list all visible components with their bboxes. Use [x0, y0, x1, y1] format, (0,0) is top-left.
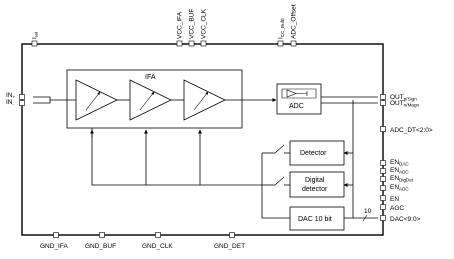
pin-en-adc-1-label: ENADC [390, 167, 409, 175]
pin-gnd-det: GND_DET [214, 232, 245, 250]
pin-vcc-buf-label: VCC_BUF [189, 9, 196, 39]
pin-iref-label: Iref [32, 31, 40, 39]
signal-line-in [33, 96, 76, 101]
pin-en-digdet-label: ENDigDet [390, 175, 414, 183]
pin-vcc-clk-label: VCC_CLK [201, 8, 208, 39]
pin-en-adc-2: ENADC [380, 184, 409, 192]
pin-vcc-clk: VCC_CLK [201, 8, 208, 47]
dac-block [289, 206, 345, 231]
pin-iref: Iref [32, 31, 40, 47]
pin-adc-offset: ADC_Offset [291, 4, 298, 47]
pin-adc-offset-label: ADC_Offset [291, 4, 298, 39]
switch-bracket-line [261, 153, 290, 219]
pin-in-plus-label: IN+ [6, 92, 16, 100]
pin-icc-bufe: ICC_BufE [278, 18, 286, 47]
digital-detector-label-line1: Digital [305, 177, 325, 184]
pin-en-adc-2-label: ENADC [390, 184, 409, 192]
pin-adc-dt-label: ADC_DT<2:0> [390, 127, 433, 134]
pin-gnd-ifa-label: GND_IFA [40, 243, 68, 250]
pin-in-minus-label: IN- [6, 99, 15, 107]
pin-in-minus: IN- [6, 99, 25, 107]
ifa-block [66, 69, 243, 129]
pin-gnd-det-label: GND_DET [214, 243, 245, 250]
pin-gnd-clk: GND_CLK [142, 232, 173, 250]
digital-detector-block [289, 171, 345, 198]
pin-gnd-clk-label: GND_CLK [142, 243, 173, 250]
pin-icc-bufe-label: ICC_BufE [278, 18, 286, 39]
pin-vcc-ifa-label: VCC_IFA [177, 11, 184, 39]
detector-block [289, 140, 345, 166]
pin-vcc-ifa: VCC_IFA [177, 11, 184, 47]
pin-vcc-buf: VCC_BUF [189, 9, 196, 47]
ifa-label: IFA [145, 74, 156, 81]
pin-dac-bus-label: DAC<9:0> [390, 216, 421, 223]
pin-dac-bus: DAC<9:0> [380, 215, 421, 223]
pin-out-magn-label: OUTn/Magn [390, 100, 420, 108]
pin-gnd-buf-label: GND_BUF [85, 243, 116, 250]
pin-gnd-ifa: GND_IFA [40, 232, 68, 250]
pin-en-digdet: ENDigDet [380, 175, 414, 183]
dac-label: DAC 10 bit [298, 216, 332, 223]
pin-en-dac-label: ENDAC [390, 159, 409, 167]
pin-adc-dt: ADC_DT<2:0> [380, 126, 433, 134]
adc-label: ADC [289, 103, 304, 110]
pin-in-plus: IN+ [6, 92, 25, 100]
detector-label: Detector [300, 150, 327, 157]
pin-en-dac: ENDAC [380, 159, 409, 167]
pin-en-label: EN [390, 196, 399, 203]
pin-agc: AGC [380, 204, 404, 212]
pin-out-sign: OUTp/Sign [380, 94, 417, 102]
pin-en: EN [380, 195, 399, 203]
pin-out-magn: OUTn/Magn [380, 100, 420, 108]
feedback-line [91, 128, 262, 186]
digital-detector-label-line2: detector [302, 186, 328, 193]
bus-width-label: 10 [364, 208, 372, 215]
pin-agc-label: AGC [390, 205, 404, 212]
pin-gnd-buf: GND_BUF [85, 232, 116, 250]
pin-out-sign-label: OUTp/Sign [390, 94, 417, 102]
pin-en-adc-1: ENADC [380, 167, 409, 175]
